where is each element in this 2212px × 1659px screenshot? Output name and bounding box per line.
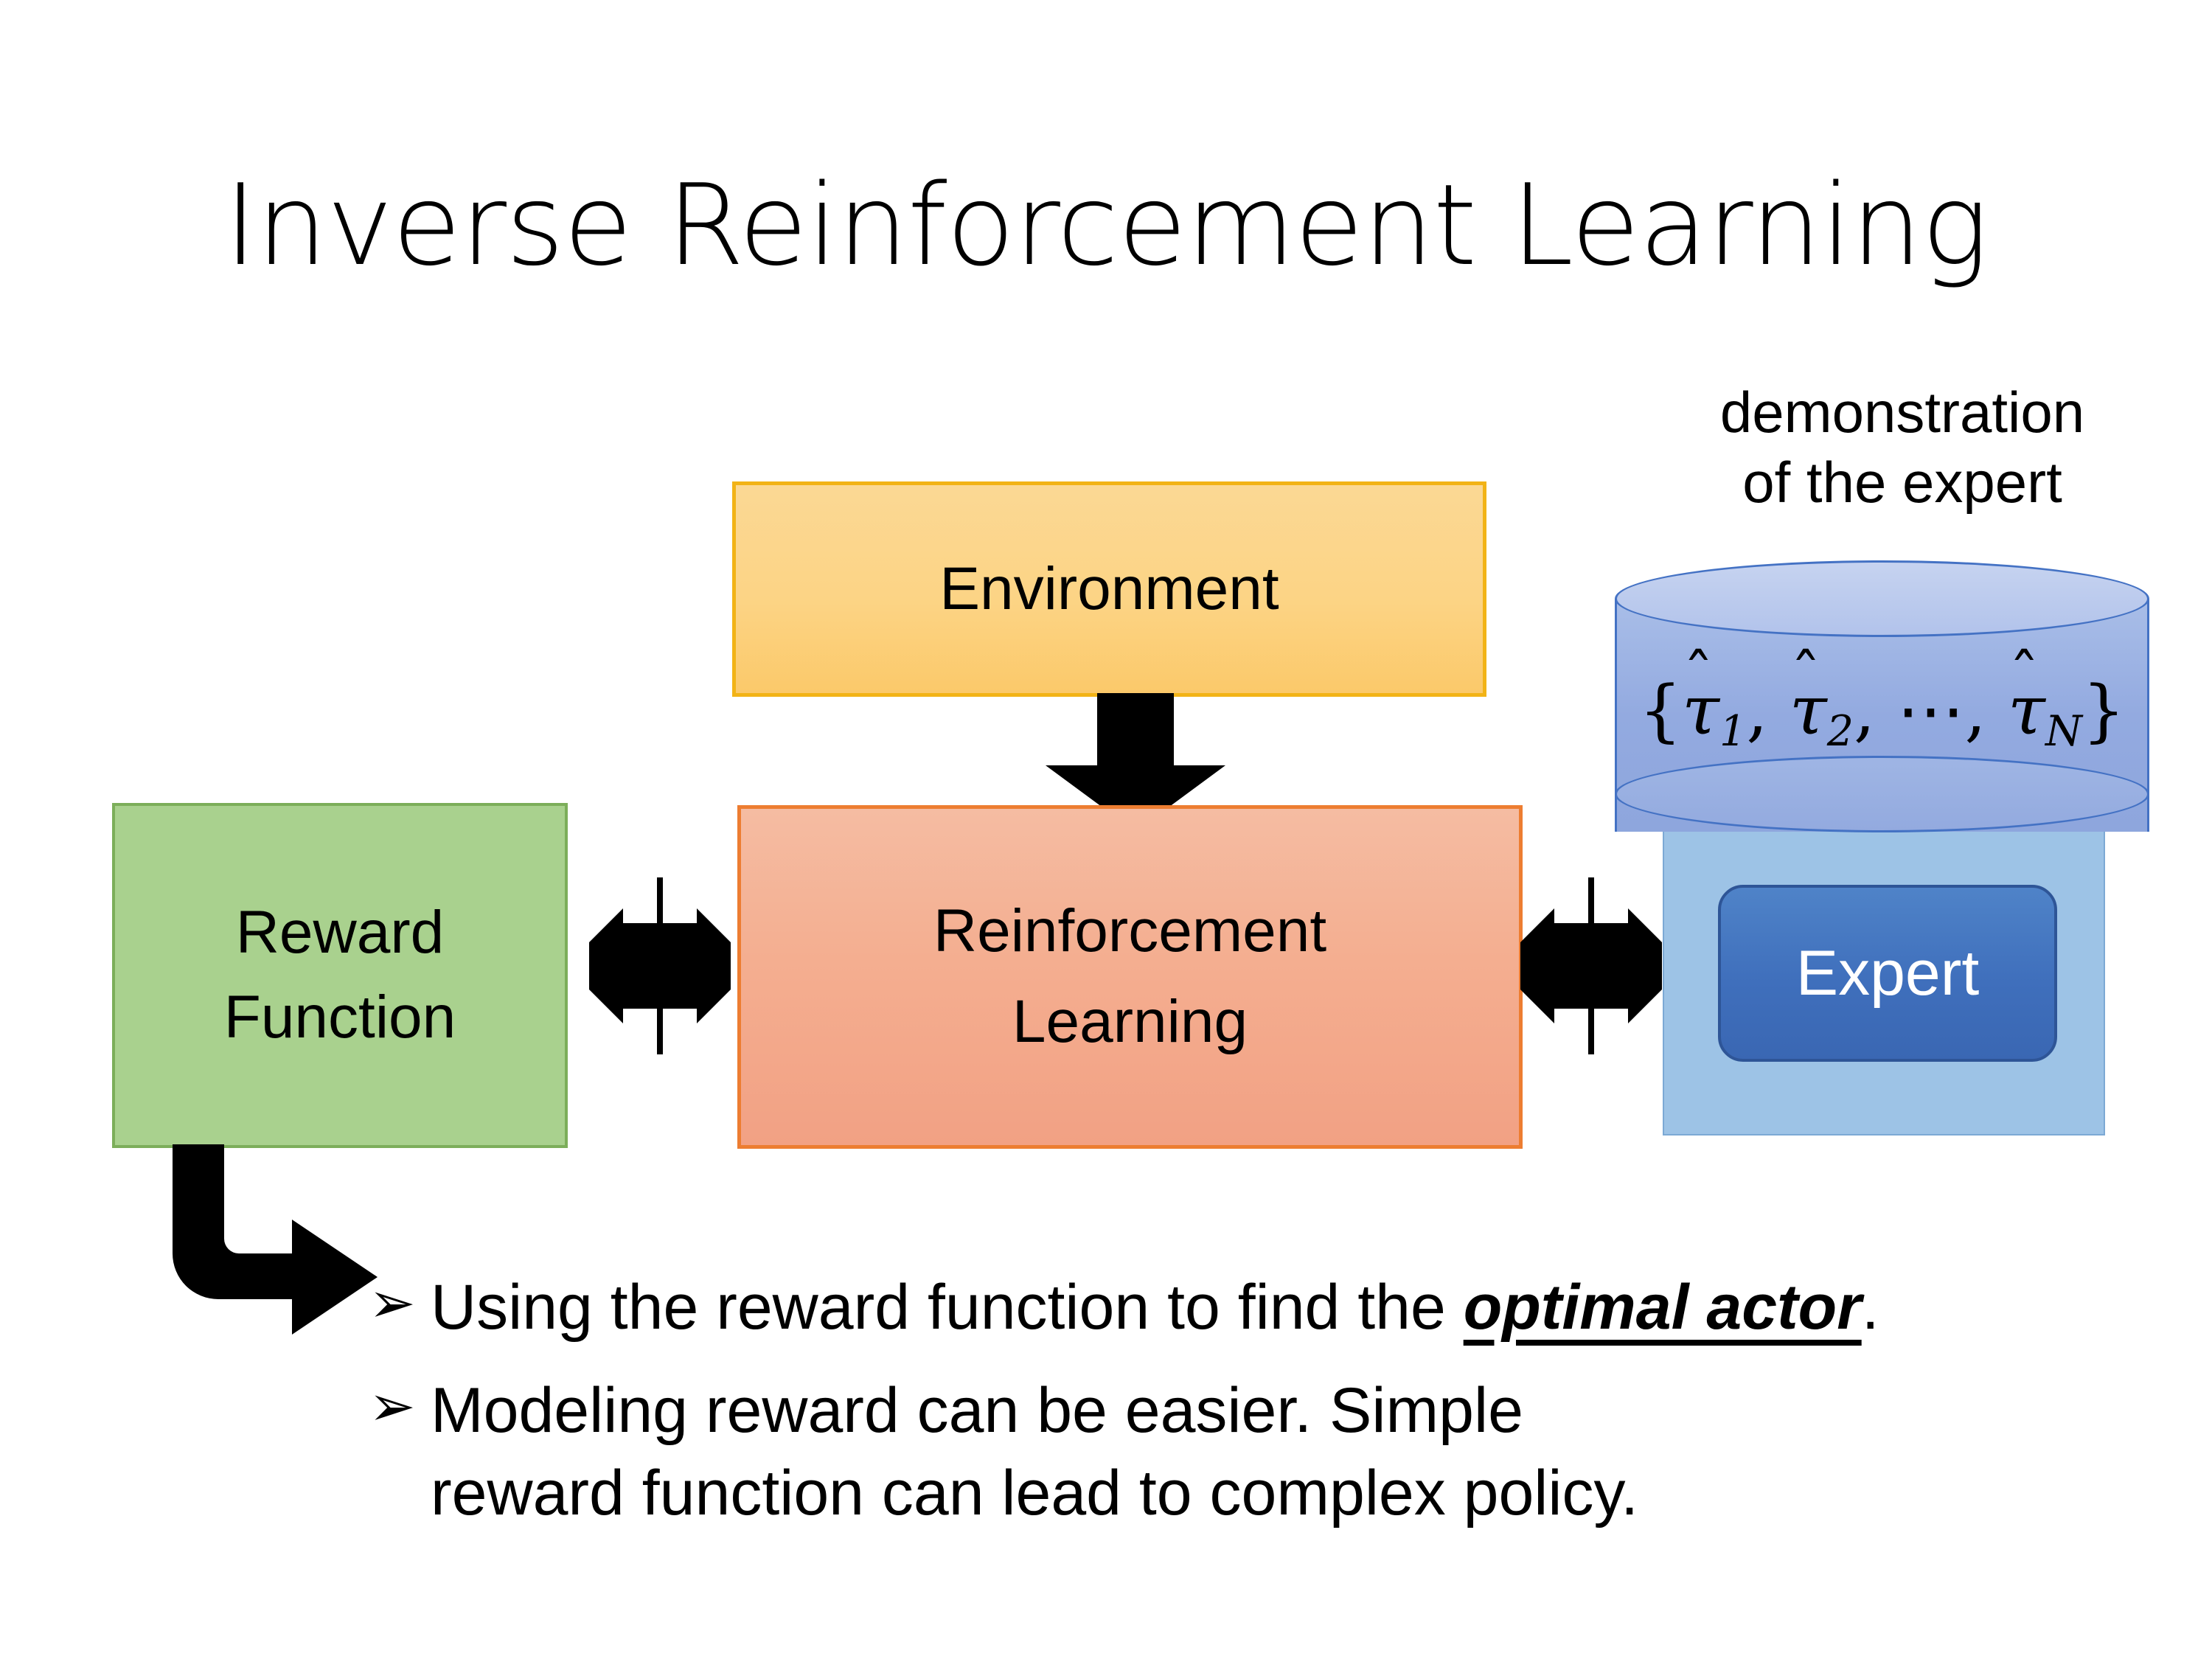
expert-box[interactable]: Expert [1718,885,2057,1062]
list-item: ➢ Modeling reward can be easier. Simple … [369,1370,2138,1535]
list-item: ➢ Using the reward function to find the … [369,1267,2138,1349]
cylinder-top-ellipse [1615,560,2149,637]
demonstration-caption-line1: demonstration [1719,380,2085,445]
formula-tau-n: τ [2008,671,2045,750]
bullet-marker-icon: ➢ [369,1372,416,1439]
formula-sub-2: 2 [1826,706,1854,756]
reward-box-label-line2: Function [223,984,456,1051]
demonstration-caption-line2: of the expert [1742,450,2062,515]
formula-hat-1: ˆ [1683,640,1714,712]
bullet-list: ➢ Using the reward function to find the … [369,1267,2138,1555]
formula-hat-n: ˆ [2008,640,2039,712]
bullet-1-post: . [1861,1272,1879,1343]
formula-ellipsis: ⋯ [1896,671,1965,750]
formula-sub-n: N [2045,706,2082,756]
quad-arrow-icon-left [589,877,731,1054]
page-title: Inverse Reinforcement Learning [223,160,1989,291]
reward-box-label-line1: Reward [235,899,445,967]
reward-function-box[interactable]: Reward Function [112,803,568,1148]
bullet-1-emphasis: optimal actor [1463,1272,1862,1343]
bullet-1-pre: Using the reward function to find the [431,1272,1464,1343]
formula-comma-1: , [1746,671,1768,750]
bent-arrow-icon [173,1144,378,1335]
down-arrow-icon [1046,693,1225,832]
quad-arrow-icon-right [1520,877,1662,1054]
bullet-text-1: Using the reward function to find the op… [431,1267,2138,1349]
bullet-2-pre: Modeling reward can be easier. Simple re… [431,1374,1639,1528]
expert-box-label: Expert [1795,937,1980,1009]
formula-comma-2: , [1854,671,1876,750]
rl-box-label-line2: Learning [1012,988,1248,1055]
demonstration-caption: demonstration of the expert [1633,378,2171,518]
bullet-text-2: Modeling reward can be easier. Simple re… [431,1370,1655,1535]
formula-close-brace: } [2081,671,2126,750]
cylinder-bottom-ellipse [1615,756,2149,832]
rl-box-label-line1: Reinforcement [933,897,1327,965]
formula-tau-1: τ [1682,671,1720,750]
formula-hat-2: ˆ [1790,640,1821,712]
environment-box-label: Environment [939,554,1279,622]
formula-sub-1: 1 [1719,706,1747,756]
formula-open-brace: { [1638,671,1683,750]
formula-comma-3: , [1964,671,1986,750]
environment-box[interactable]: Environment [732,481,1486,697]
reinforcement-learning-box[interactable]: Reinforcement Learning [737,805,1523,1149]
bullet-marker-icon: ➢ [369,1270,416,1335]
formula-tau-2: τ [1789,671,1827,750]
